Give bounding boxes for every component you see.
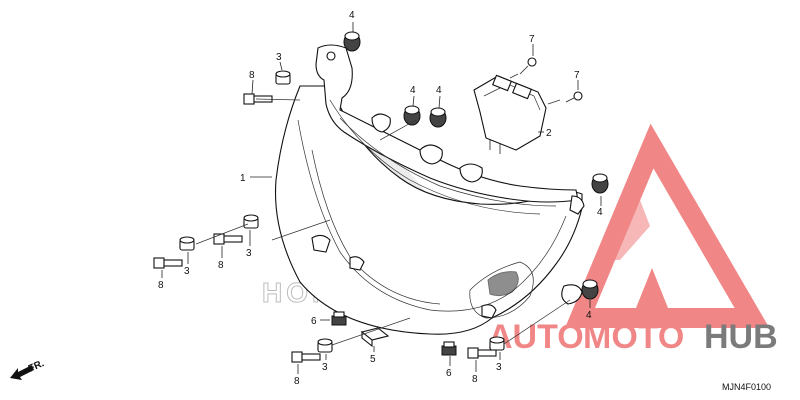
collar <box>243 214 259 229</box>
callout-label: 5 <box>370 354 376 365</box>
collar <box>179 236 195 251</box>
logo-text-hub: HUB <box>704 318 778 356</box>
leader-lines <box>161 22 602 374</box>
callout-label: 6 <box>446 368 452 379</box>
callout-label: 4 <box>586 310 592 321</box>
front-direction-indicator: FR. <box>10 358 46 380</box>
rubber-grommet <box>591 173 609 194</box>
callout-labels: 4 3 8 7 7 4 4 2 1 4 8 3 3 8 4 6 5 3 8 6 … <box>158 10 603 387</box>
fastener <box>360 327 390 348</box>
rubber-grommet <box>581 279 599 300</box>
bolt <box>467 347 497 359</box>
bolt <box>153 257 183 269</box>
callout-label: 8 <box>218 260 224 271</box>
collar <box>317 338 333 353</box>
callout-label: 8 <box>472 374 478 385</box>
logo-triangle <box>564 123 770 328</box>
callout-label: 3 <box>322 362 328 373</box>
callout-label: 3 <box>496 362 502 373</box>
callout-label: 4 <box>349 10 355 21</box>
collar <box>275 70 291 85</box>
bolt <box>213 233 243 245</box>
callout-label: 3 <box>246 248 252 259</box>
control-unit <box>473 74 547 154</box>
headlight-assembly <box>274 44 585 335</box>
callout-label: 8 <box>294 376 300 387</box>
clip <box>331 311 347 326</box>
callout-label: 4 <box>410 85 416 96</box>
hardware <box>153 31 609 363</box>
callout-label: 4 <box>597 207 603 218</box>
callout-label: 4 <box>436 85 442 96</box>
callout-label: 7 <box>574 70 580 81</box>
rubber-grommet <box>343 31 361 52</box>
callout-label: 8 <box>249 70 255 81</box>
diagram-code: MJN4F0100 <box>722 382 771 392</box>
rubber-grommet <box>429 107 447 128</box>
callout-label: 3 <box>184 266 190 277</box>
callout-label: 2 <box>546 128 552 139</box>
callout-label: 6 <box>311 316 317 327</box>
screw <box>565 91 583 103</box>
clip <box>441 341 457 356</box>
callout-label: 3 <box>276 52 282 63</box>
screw <box>519 57 537 75</box>
bolt <box>291 351 321 363</box>
callout-label: 1 <box>240 173 246 184</box>
automotohub-logo: AUTO MOTO HUB <box>488 123 778 356</box>
direction-arrow-icon <box>10 365 34 380</box>
rubber-grommet <box>403 105 421 126</box>
callout-label: 7 <box>529 34 535 45</box>
logo-text-moto: MOTO <box>583 318 684 356</box>
direction-label: FR. <box>27 358 46 375</box>
callout-label: 8 <box>158 280 164 291</box>
collar <box>489 336 505 351</box>
